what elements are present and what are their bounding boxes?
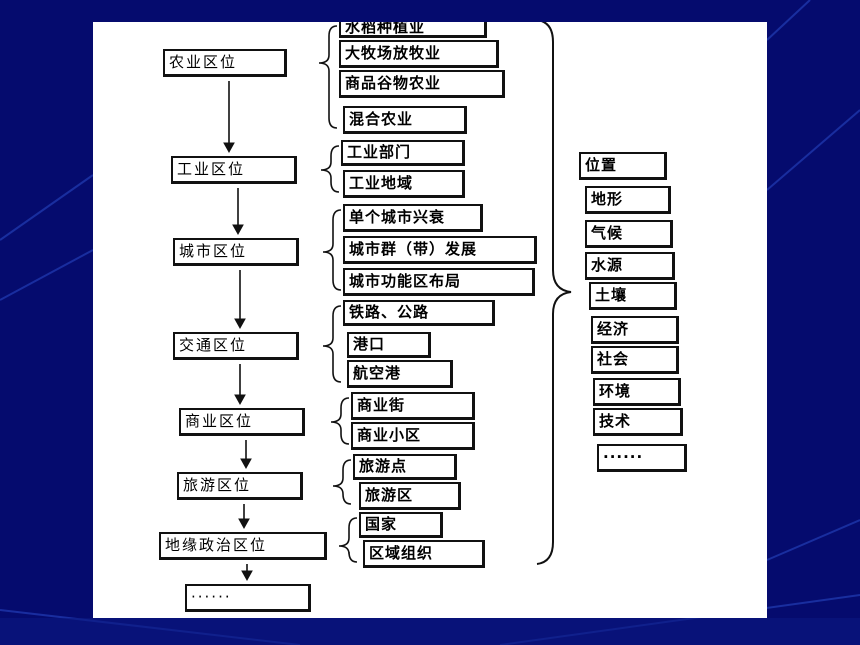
subcategory-box: 商业小区: [351, 422, 475, 450]
grouping-brace: [332, 459, 352, 505]
flow-arrow-head: [223, 142, 235, 154]
category-box: 工业区位: [171, 156, 297, 184]
subcategory-box: 旅游区: [359, 482, 461, 510]
factor-box: 气候: [585, 220, 673, 248]
factor-box: 水源: [585, 252, 675, 280]
subcategory-box: 工业部门: [341, 140, 465, 166]
factor-box: 地形: [585, 186, 671, 214]
subcategory-box: 城市功能区布局: [343, 268, 535, 296]
grouping-brace: [330, 397, 350, 445]
subcategory-box: 城市群（带）发展: [343, 236, 537, 264]
subcategory-box: 航空港: [347, 360, 453, 388]
factor-box: 位置: [579, 152, 667, 180]
subcategory-box: 水稻种植业: [339, 22, 487, 38]
diagram-sheet: 农业区位 水稻种植业大牧场放牧业商品谷物农业混合农业工业区位 工业部门工业地域城市区…: [93, 22, 767, 618]
factor-box: 技术: [593, 408, 683, 436]
subcategory-box: 商品谷物农业: [339, 70, 505, 98]
grouping-brace: [318, 25, 338, 129]
factor-box: 环境: [593, 378, 681, 406]
factor-box: 社会: [591, 346, 679, 374]
factor-box: ······: [597, 444, 687, 472]
factors-brace: [536, 22, 572, 565]
grouping-brace: [322, 209, 342, 291]
flow-arrow-head: [234, 394, 246, 406]
connector-lines: [223, 22, 572, 582]
flow-arrow-head: [238, 518, 250, 530]
category-box: ······: [185, 584, 311, 612]
category-box: 地缘政治区位: [159, 532, 327, 560]
subcategory-box: 区域组织: [363, 540, 485, 568]
category-box: 交通区位: [173, 332, 299, 360]
subcategory-box: 大牧场放牧业: [339, 40, 499, 68]
grouping-brace: [338, 517, 358, 563]
subcategory-box: 工业地域: [343, 170, 465, 198]
subcategory-box: 国家: [359, 512, 443, 538]
flow-arrow-head: [240, 458, 252, 470]
category-box: 农业区位: [163, 49, 287, 77]
factor-box: 土壤: [589, 282, 677, 310]
flow-arrow-head: [234, 318, 246, 330]
factor-box: 经济: [591, 316, 679, 344]
subcategory-box: 商业街: [351, 392, 475, 420]
subcategory-box: 铁路、公路: [343, 300, 495, 326]
subcategory-box: 单个城市兴衰: [343, 204, 483, 232]
subcategory-box: 旅游点: [353, 454, 457, 480]
subcategory-box: 港口: [347, 332, 431, 358]
category-box: 城市区位: [173, 238, 299, 266]
category-box: 旅游区位: [177, 472, 303, 500]
grouping-brace: [322, 305, 342, 383]
flow-arrow-head: [232, 224, 244, 236]
flow-arrow-head: [241, 570, 253, 582]
subcategory-box: 混合农业: [343, 106, 467, 134]
category-box: 商业区位: [179, 408, 305, 436]
grouping-brace: [320, 145, 340, 193]
